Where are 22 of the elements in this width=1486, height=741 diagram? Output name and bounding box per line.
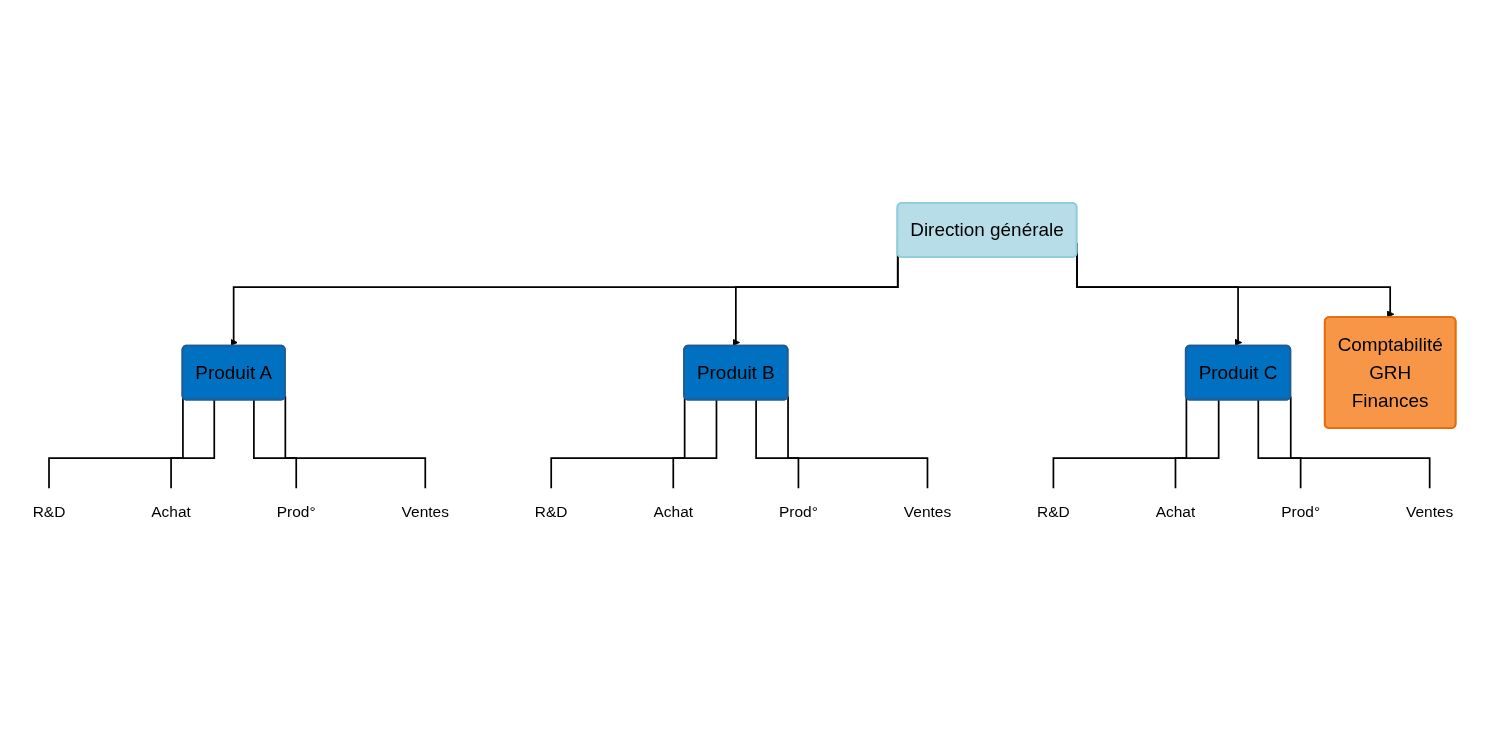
node-text: R&D xyxy=(1037,504,1070,522)
connector xyxy=(170,399,216,490)
connector xyxy=(672,399,718,490)
node-text: Achat xyxy=(151,504,191,522)
node-text: Ventes xyxy=(903,504,952,522)
connector xyxy=(1052,396,1188,490)
node-text: Ventes xyxy=(401,504,449,522)
connector xyxy=(1289,395,1431,490)
node-text: Achat xyxy=(653,504,694,522)
connector xyxy=(1257,399,1302,490)
node-text: Prod° xyxy=(779,504,818,522)
node-text: Prod° xyxy=(1281,504,1321,522)
node-text: R&D xyxy=(32,504,66,522)
node-text: Achat xyxy=(1155,504,1196,522)
connector xyxy=(284,395,427,490)
connector xyxy=(755,399,800,490)
connector xyxy=(253,399,298,490)
connector xyxy=(1174,399,1220,490)
connector xyxy=(48,396,184,490)
node-text: Ventes xyxy=(1406,504,1454,522)
node-text: Prod° xyxy=(276,504,316,522)
node-text: R&D xyxy=(534,504,568,522)
